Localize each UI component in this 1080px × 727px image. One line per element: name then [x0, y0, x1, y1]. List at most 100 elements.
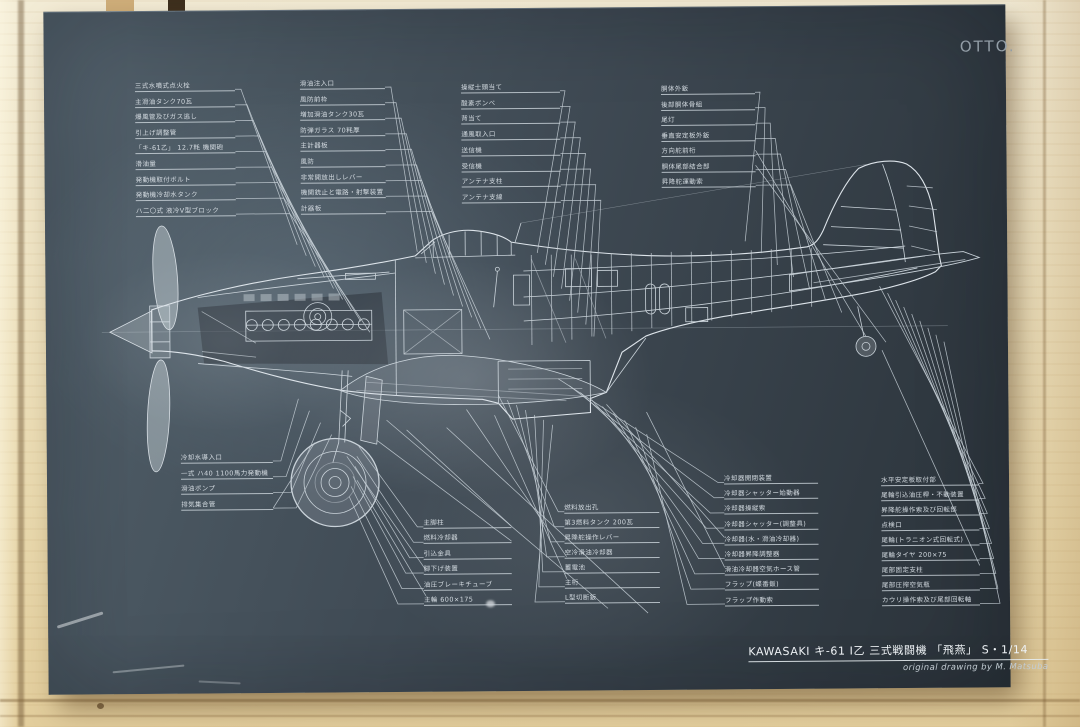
leader-line: [560, 152, 586, 301]
part-label-left-lower-2: 滑油ポンプ: [181, 484, 274, 496]
leader-line: [272, 442, 316, 509]
wood-plank-gap: [0, 699, 1080, 702]
part-label-top-left-6: 発動機取付ボルト: [135, 174, 236, 186]
stabilizer-icon: [789, 251, 981, 292]
part-label-bottom-mid-right-3: 冷却器シャッター(調整具): [724, 519, 819, 531]
part-label-bottom-left-2: 引込金具: [423, 548, 512, 560]
part-label-bottom-mid-right-8: フラップ作動索: [724, 595, 820, 607]
tail-fin-icon: [823, 164, 938, 263]
leader-line: [635, 427, 725, 590]
part-label-top-left-3: 引上げ調整管: [135, 128, 236, 139]
part-label-top-middle-1: 酸素ボンベ: [461, 98, 561, 110]
leader-line: [358, 446, 424, 528]
part-label-bottom-left-1: 燃料冷却器: [423, 533, 512, 545]
leader-line: [646, 433, 726, 605]
leader-line: [903, 306, 990, 529]
part-label-top-mid-left-2: 増加滑油タンク30瓦: [300, 110, 386, 121]
leader-line: [352, 476, 424, 574]
part-label-bottom-left-4: 油圧ブレーキチューブ: [423, 579, 512, 591]
leader-line: [525, 409, 565, 558]
part-label-left-lower-3: 排気集合管: [181, 500, 274, 511]
leader-line: [560, 184, 597, 325]
leader-line: [534, 414, 565, 573]
leader-line: [384, 86, 418, 252]
leader-line: [755, 164, 887, 343]
leader-line: [755, 150, 867, 337]
leader-line: [272, 398, 299, 462]
wood-plank-edge: [0, 0, 18, 727]
leader-line: [385, 117, 436, 274]
part-label-bottom-right-1: 尾輪引込油圧桿・不動装置: [881, 490, 980, 502]
part-label-bottom-right-5: 尾輪タイヤ 200×75: [881, 550, 980, 562]
part-label-top-left-2: 爆風管及びガス逃し: [135, 112, 236, 124]
part-label-top-middle-4: 送信機: [461, 145, 561, 157]
part-label-bottom-mid-right-4: 冷却器(水・滑油冷却器): [724, 534, 819, 546]
leader-line: [385, 102, 427, 263]
part-label-bottom-middle-4: 蓄電池: [564, 562, 660, 574]
part-label-bottom-left-0: 主脚柱: [423, 518, 512, 529]
part-label-bottom-middle-6: L型切断鈑: [564, 592, 660, 604]
poster-title: KAWASAKI キ-61 I乙 三式戦闘機 「飛燕」 S・1/14: [748, 640, 1049, 663]
part-label-bottom-mid-right-6: 滑油冷却器空気ホース管: [724, 564, 819, 576]
part-label-bottom-left-5: 主輪 600×175: [423, 595, 513, 606]
leader-line: [538, 419, 565, 588]
part-label-bottom-middle-1: 第3燃料タンク 200瓦: [564, 517, 660, 529]
leader-line: [385, 164, 464, 307]
leader-line: [354, 466, 424, 559]
part-label-bottom-mid-right-2: 冷却器操縦索: [724, 504, 819, 515]
wood-plank-gap: [18, 0, 24, 727]
part-label-top-mid-left-3: 防弾ガラス 70粍厚: [300, 125, 386, 137]
leader-line: [386, 419, 609, 609]
leader-line: [755, 153, 810, 289]
part-label-top-middle-6: アンテナ支柱: [461, 176, 561, 188]
leader-line: [466, 409, 567, 557]
leader-line: [234, 88, 298, 245]
part-label-bottom-right-7: 尾部圧搾空気瓶: [881, 580, 980, 592]
leader-line: [569, 385, 725, 499]
part-label-top-mid-left-5: 風防: [300, 157, 386, 168]
part-label-top-left-1: 主滑油タンク70瓦: [135, 96, 236, 108]
part-label-bottom-right-0: 水平安定板取付部: [881, 475, 980, 487]
leader-line: [406, 429, 512, 527]
leader-line: [235, 119, 316, 267]
part-label-bottom-mid-right-5: 冷却器昇降調整器: [724, 549, 819, 561]
part-label-top-mid-left-6: 非常開放出しレバー: [300, 172, 386, 184]
part-label-top-middle-5: 受信機: [461, 161, 561, 173]
leader-line: [446, 427, 649, 614]
leader-line: [385, 211, 491, 340]
leader-line: [536, 90, 566, 253]
leader-line: [235, 151, 334, 289]
part-label-bottom-right-8: カウリ操作索及び尾部回転軸: [881, 595, 981, 607]
part-label-left-lower-1: 一式 ハ40 1100馬力発動機: [180, 468, 274, 480]
leader-lines: [234, 86, 1001, 614]
part-label-bottom-right-6: 尾部固定支柱: [881, 565, 980, 577]
wood-shading: [1010, 0, 1080, 727]
part-label-bottom-mid-right-0: 冷却器開閉装置: [723, 473, 819, 485]
part-label-top-right-3: 垂直安定板外鈑: [661, 130, 756, 142]
leader-line: [558, 378, 725, 483]
leader-line: [235, 213, 371, 333]
leader-line: [879, 286, 984, 484]
part-label-bottom-left-3: 脚下げ装置: [423, 564, 512, 576]
leader-line: [606, 404, 725, 538]
leader-line: [385, 148, 454, 296]
part-label-top-right-2: 尾灯: [661, 115, 756, 126]
leader-line: [943, 341, 1001, 604]
part-label-top-middle-0: 操縦士頭当て: [460, 82, 560, 94]
part-label-bottom-middle-2: 昇降舵操作レバー: [564, 532, 660, 544]
part-label-top-middle-7: アンテナ支線: [461, 192, 561, 204]
part-label-top-left-4: 「キ-61乙」 12.7粍 機関砲: [135, 143, 236, 155]
leader-line: [755, 138, 794, 277]
leader-line: [755, 184, 843, 313]
leader-line: [881, 350, 981, 566]
leader-line: [560, 168, 591, 313]
leader-line: [376, 439, 512, 542]
leader-line: [235, 135, 325, 278]
part-label-top-middle-2: 背当て: [461, 114, 561, 125]
part-label-bottom-right-2: 昇降舵操作索及び回転部: [881, 505, 980, 517]
part-label-top-mid-left-1: 風防前枠: [299, 94, 386, 106]
leader-line: [560, 199, 602, 337]
leader-line: [580, 392, 725, 514]
leader-line: [235, 182, 353, 311]
